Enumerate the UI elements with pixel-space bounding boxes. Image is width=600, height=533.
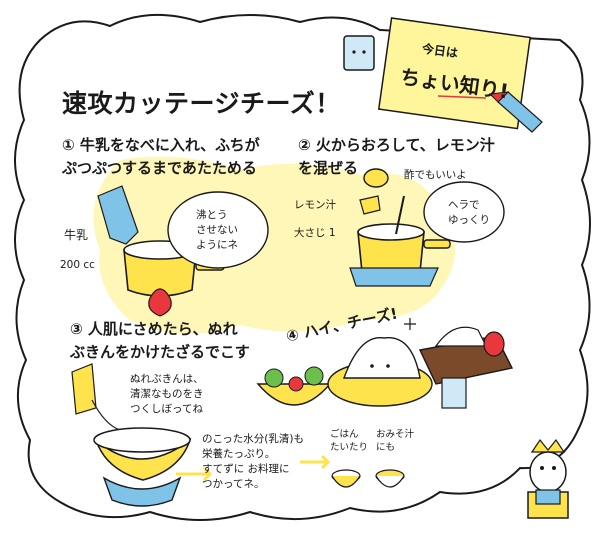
sieve-and-bowl-icon — [93, 427, 192, 507]
arrow-icon — [176, 466, 213, 482]
speech-bubble-1 — [167, 191, 269, 269]
sign-board — [377, 17, 532, 130]
step-1-line-1: ① 牛乳をなべに入れ、ふちが — [62, 136, 260, 154]
cheese-mascot-icon — [527, 438, 569, 519]
step-2-line-2: を混ぜる — [298, 159, 359, 177]
step-1-line-2: ぷつぷつするまであたためる — [62, 159, 257, 177]
bubble-2-line-2: ゆっくり — [448, 214, 490, 226]
whey-note-line-1: のこった水分(乳清)も — [202, 433, 304, 445]
bubble-2-line-1: ヘラで — [448, 199, 480, 211]
rice-bowl-icon — [331, 469, 361, 488]
salad-bowl-icon — [256, 366, 332, 406]
page-title: 速攻カッテージチーズ！ — [62, 89, 341, 118]
pot-with-lemon-juice-icon — [349, 223, 451, 287]
lemon-amount: 大さじ 1 — [294, 227, 336, 239]
lemon-label: レモン汁 — [294, 199, 336, 211]
cloth-note: ぬれぶきんは、 清潔なものをき つくしぼってね — [130, 372, 204, 417]
whey-note-line-3: すてずに お料理に — [202, 463, 290, 475]
milk-amount: 200 cc — [60, 259, 95, 271]
sparkle-icon — [404, 318, 416, 330]
whey-note-line-2: 栄養たっぷり。 — [202, 448, 276, 460]
milk-pack-mascot-icon — [441, 377, 467, 409]
cloth-note-line-3: つくしぼってね — [130, 403, 203, 415]
step-2-heading: ② 火からおろして、レモン汁 を混ぜる — [298, 134, 495, 180]
cloth-note-line-2: 清潔なものをき — [130, 388, 204, 400]
milk-label: 牛乳 — [64, 228, 89, 242]
bubble-1-line-1: 沸とう — [196, 209, 228, 221]
flame-icon — [148, 288, 172, 317]
hand-icon — [97, 185, 139, 245]
lemon-icon — [363, 168, 389, 188]
step-2-line-1: ② 火からおろして、レモン汁 — [298, 136, 495, 154]
step-3-line-1: ③ 人肌にさめたら、ぬれ — [70, 320, 238, 338]
cheese-plate-icon — [327, 337, 433, 407]
rice-label-line-1: ごはん — [330, 429, 359, 440]
soup-label: おみそ汁 にも — [376, 428, 414, 454]
toast-with-cheese-icon — [418, 326, 514, 385]
arrow-icon-2 — [300, 454, 331, 470]
step-1-heading: ① 牛乳をなべに入れ、ふちが ぷつぷつするまであたためる — [62, 134, 260, 180]
whey-note: のこった水分(乳清)も 栄養たっぷり。 すてずに お料理に つかってネ。 — [202, 432, 304, 492]
bubble-1-text: 沸とう させない ようにネ — [196, 208, 238, 253]
speech-bubble-2 — [423, 181, 505, 243]
bubble-1-line-3: ようにネ — [196, 239, 238, 251]
soup-label-line-1: おみそ汁 — [376, 429, 415, 440]
rice-label-line-2: たいたり — [330, 442, 369, 453]
vinegar-note: 酢でもいいよ — [404, 169, 467, 181]
milk-carton-icon — [71, 363, 97, 415]
bubble-2-text: ヘラで ゆっくり — [448, 198, 490, 228]
rice-label: ごはん たいたり — [330, 428, 368, 454]
soup-bowl-icon — [375, 469, 405, 488]
spoon-icon — [359, 195, 381, 215]
spatula-icon — [395, 195, 405, 235]
step-3-line-2: ぶきんをかけたざるでこす — [70, 343, 250, 361]
bubble-1-line-2: させない — [196, 224, 238, 236]
whey-note-line-4: つかってネ。 — [202, 478, 265, 490]
soup-label-line-2: にも — [376, 442, 396, 453]
milk-glass-icon — [343, 35, 375, 71]
step-3-heading: ③ 人肌にさめたら、ぬれ ぶきんをかけたざるでこす — [70, 318, 250, 364]
cloth-note-line-1: ぬれぶきんは、 — [130, 373, 204, 385]
